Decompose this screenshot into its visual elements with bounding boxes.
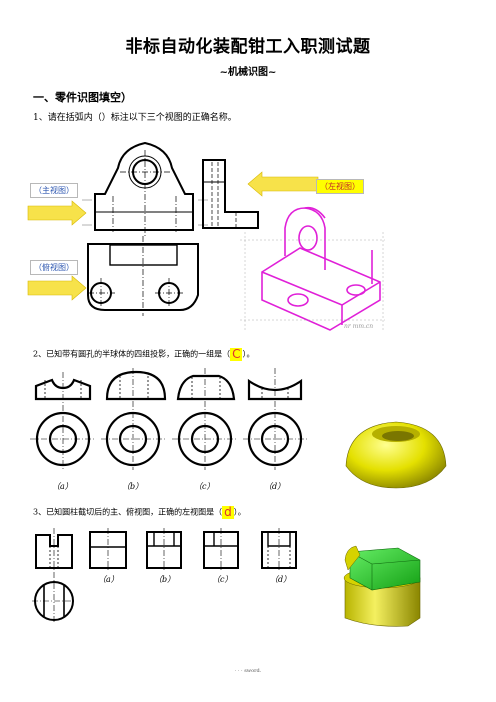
page-subtitle: ~机械识图~ [219,67,277,78]
cut-cylinder-solid [343,545,421,627]
option-b-caption-q3: （b） [154,575,176,584]
option-a-caption-q2: （a） [52,482,73,491]
option-a-caption-q3: （a） [98,575,119,584]
question-3-answer: d [222,505,234,519]
label-top-view: （俯视图） [30,260,78,275]
hemisphere-solid [345,421,447,489]
question-2-text: 2、已知带有圆孔的半球体的四组投影，正确的一组是（C）。 [33,348,254,361]
option-c-caption-q3: （c） [212,575,233,584]
option-d-caption-q3: （d） [270,575,292,584]
question-2-answer: C [230,347,243,361]
arrow-shapes [27,171,319,301]
option-d-caption-q2: （d） [264,482,286,491]
side-view-drawing [202,159,259,229]
question-2-prefix: 2、已知带有圆孔的半球体的四组投影，正确的一组是（ [33,349,231,359]
question-3-text: 3、已知圆柱截切后的主、俯视图，正确的左视图是（d）。 [33,506,246,519]
isometric-model [261,206,381,331]
question-3-prefix: 3、已知圆柱截切后的主、俯视图，正确的左视图是（ [33,507,223,517]
watermark-text: nr mm.cn [344,323,373,330]
option-c-caption-q2: （c） [194,482,215,491]
label-left-view: （左视图） [316,179,364,194]
page-footer: · · · sword. [234,668,262,674]
page-title: 非标自动化装配钳工入职测试题 [125,37,371,57]
section-heading: 一、零件识图填空） [33,91,132,104]
question-3-suffix: ）。 [233,507,246,517]
label-front-view: （主视图） [30,183,78,198]
question-1-text: 1、请在括弧内（）标注以下三个视图的正确名称。 [33,113,237,123]
question-2-suffix: ）。 [242,349,255,359]
option-b-caption-q2: （b） [122,482,144,491]
